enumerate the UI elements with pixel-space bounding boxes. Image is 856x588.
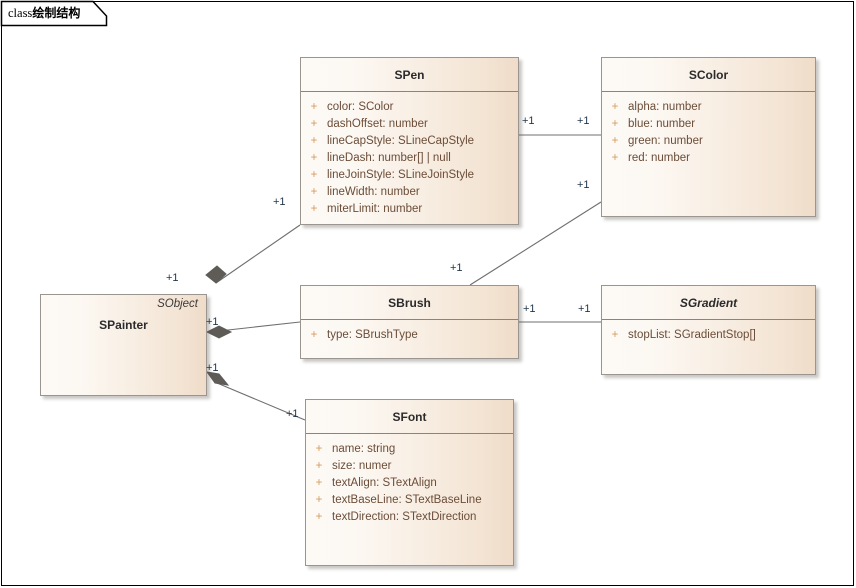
- attribute-row: + size: numer: [306, 458, 513, 475]
- attribute-text: miterLimit: number: [327, 203, 423, 215]
- visibility-marker: +: [611, 135, 619, 147]
- multiplicity-label: +1: [577, 179, 590, 191]
- visibility-marker: +: [315, 460, 323, 472]
- multiplicity-label: +1: [450, 262, 463, 274]
- visibility-marker: +: [611, 101, 619, 113]
- attribute-text: type: SBrushType: [327, 329, 418, 341]
- attribute-row: + alpha: number: [602, 99, 815, 116]
- visibility-marker: +: [611, 152, 619, 164]
- class-header-sfont: SFont: [306, 400, 513, 434]
- diagram-title-tab: class绘制结构: [0, 0, 108, 27]
- visibility-marker: +: [310, 203, 318, 215]
- multiplicity-label: +1: [286, 408, 299, 420]
- attribute-row: + textBaseLine: STextBaseLine: [306, 492, 513, 509]
- class-name-sbrush: SBrush: [388, 296, 431, 310]
- attribute-row: + blue: number: [602, 116, 815, 133]
- class-stereotype-spainter: SObject: [157, 298, 198, 310]
- class-attributes-scolor: + alpha: number + blue: number + green: …: [602, 92, 815, 167]
- visibility-marker: +: [310, 101, 318, 113]
- attribute-row: + miterLimit: number: [301, 201, 518, 218]
- attribute-text: textAlign: STextAlign: [332, 477, 437, 489]
- attribute-text: textBaseLine: STextBaseLine: [332, 494, 482, 506]
- visibility-marker: +: [611, 329, 619, 341]
- attribute-row: + lineWidth: number: [301, 184, 518, 201]
- visibility-marker: +: [315, 511, 323, 523]
- attribute-row: + stopList: SGradientStop[]: [602, 327, 815, 344]
- class-header-sbrush: SBrush: [301, 286, 518, 320]
- class-box-sgradient[interactable]: SGradient + stopList: SGradientStop[]: [601, 285, 816, 375]
- multiplicity-label: +1: [578, 303, 591, 315]
- class-header-scolor: SColor: [602, 58, 815, 92]
- class-name-spen: SPen: [394, 68, 425, 82]
- class-attributes-sfont: + name: string + size: numer + textAlign…: [306, 434, 513, 526]
- diagram-title-keyword: class: [8, 6, 33, 20]
- diagram-title-label: class绘制结构: [8, 5, 80, 21]
- visibility-marker: +: [315, 494, 323, 506]
- visibility-marker: +: [315, 443, 323, 455]
- multiplicity-label: +1: [206, 362, 219, 374]
- attribute-text: name: string: [332, 443, 396, 455]
- attribute-text: stopList: SGradientStop[]: [628, 329, 756, 341]
- class-box-sbrush[interactable]: SBrush + type: SBrushType: [300, 285, 519, 359]
- attribute-text: dashOffset: number: [327, 118, 428, 130]
- attribute-row: + name: string: [306, 441, 513, 458]
- title-tab-shape: [0, 0, 108, 27]
- multiplicity-label: +1: [523, 303, 536, 315]
- class-header-sgradient: SGradient: [602, 286, 815, 320]
- attribute-text: blue: number: [628, 118, 696, 130]
- attribute-row: + lineCapStyle: SLineCapStyle: [301, 133, 518, 150]
- attribute-row: + textDirection: STextDirection: [306, 509, 513, 526]
- attribute-text: lineJoinStyle: SLineJoinStyle: [327, 169, 475, 181]
- attribute-row: + green: number: [602, 133, 815, 150]
- class-box-scolor[interactable]: SColor + alpha: number + blue: number + …: [601, 57, 816, 217]
- attribute-row: + color: SColor: [301, 99, 518, 116]
- multiplicity-label: +1: [522, 115, 535, 127]
- class-header-spainter: SObject SPainter: [41, 295, 206, 395]
- attribute-row: + red: number: [602, 150, 815, 167]
- visibility-marker: +: [310, 186, 318, 198]
- attribute-text: alpha: number: [628, 101, 702, 113]
- class-box-spainter[interactable]: SObject SPainter: [40, 294, 207, 396]
- multiplicity-label: +1: [577, 115, 590, 127]
- visibility-marker: +: [310, 169, 318, 181]
- class-attributes-sgradient: + stopList: SGradientStop[]: [602, 320, 815, 344]
- attribute-text: lineWidth: number: [327, 186, 420, 198]
- attribute-text: textDirection: STextDirection: [332, 511, 477, 523]
- class-attributes-spen: + color: SColor + dashOffset: number + l…: [301, 92, 518, 218]
- class-attributes-sbrush: + type: SBrushType: [301, 320, 518, 344]
- attribute-row: + type: SBrushType: [301, 327, 518, 344]
- class-box-spen[interactable]: SPen + color: SColor + dashOffset: numbe…: [300, 57, 519, 225]
- visibility-marker: +: [611, 118, 619, 130]
- attribute-text: lineDash: number[] | null: [327, 152, 451, 164]
- class-header-spen: SPen: [301, 58, 518, 92]
- visibility-marker: +: [310, 118, 318, 130]
- attribute-text: size: numer: [332, 460, 392, 472]
- attribute-row: + lineDash: number[] | null: [301, 150, 518, 167]
- attribute-text: red: number: [628, 152, 691, 164]
- diagram-title-name: 绘制结构: [32, 6, 81, 20]
- class-name-sfont: SFont: [392, 410, 427, 424]
- visibility-marker: +: [310, 329, 318, 341]
- multiplicity-label: +1: [166, 272, 179, 284]
- attribute-row: + lineJoinStyle: SLineJoinStyle: [301, 167, 518, 184]
- class-name-scolor: SColor: [688, 68, 729, 82]
- attribute-text: color: SColor: [327, 101, 394, 113]
- visibility-marker: +: [310, 152, 318, 164]
- class-name-sgradient: SGradient: [679, 296, 738, 310]
- multiplicity-label: +1: [206, 316, 219, 328]
- class-name-spainter: SPainter: [99, 318, 148, 332]
- attribute-row: + dashOffset: number: [301, 116, 518, 133]
- visibility-marker: +: [310, 135, 318, 147]
- multiplicity-label: +1: [273, 196, 286, 208]
- visibility-marker: +: [315, 477, 323, 489]
- attribute-row: + textAlign: STextAlign: [306, 475, 513, 492]
- attribute-text: green: number: [628, 135, 703, 147]
- attribute-text: lineCapStyle: SLineCapStyle: [327, 135, 475, 147]
- class-box-sfont[interactable]: SFont + name: string + size: numer + tex…: [305, 399, 514, 566]
